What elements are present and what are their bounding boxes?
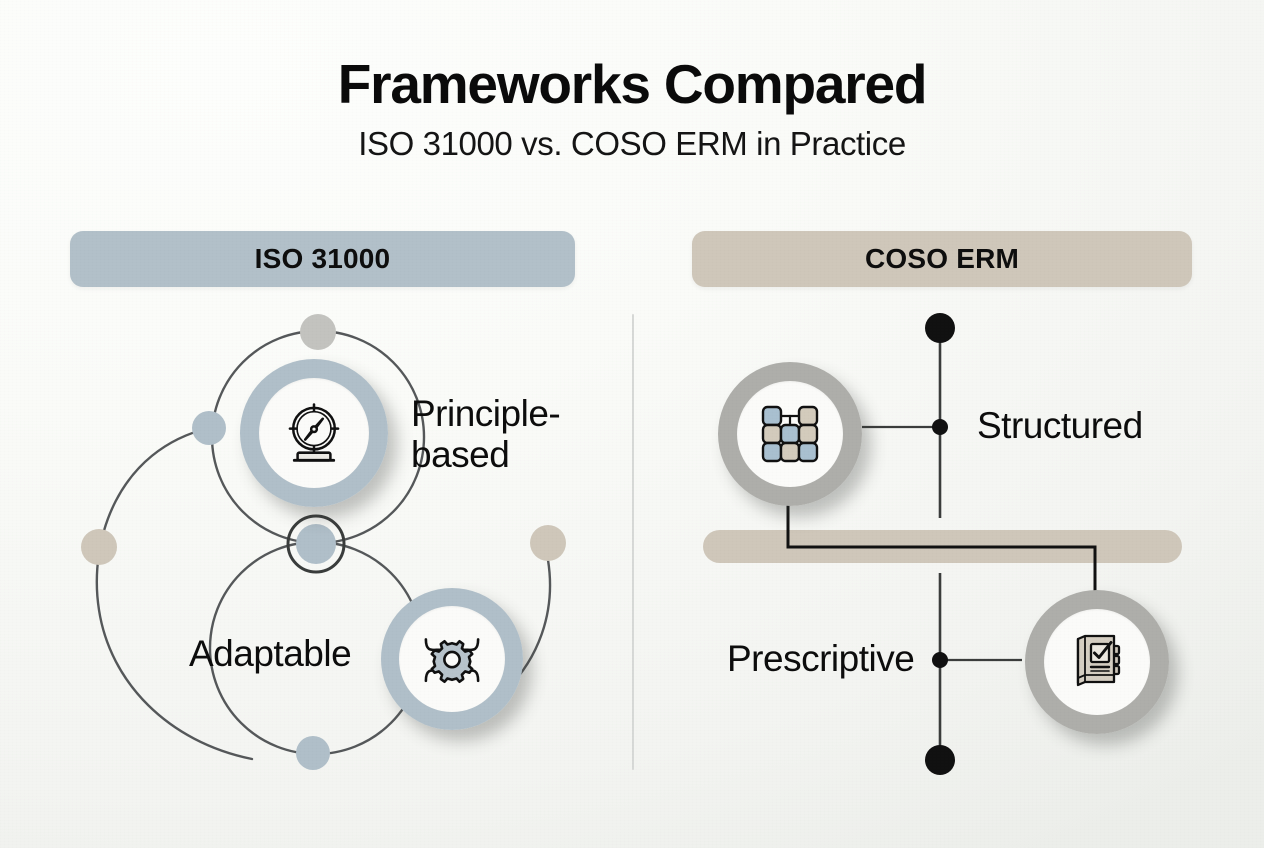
medallion-core	[1044, 609, 1150, 715]
page-title: Frameworks Compared	[337, 53, 928, 115]
column-header-iso: ISO 31000	[70, 231, 575, 287]
trait-label-principle-based: Principle- based	[411, 393, 561, 476]
medallion-core	[737, 381, 843, 487]
column-divider	[632, 314, 634, 770]
routing-path-orthogonal	[786, 500, 1097, 596]
medallion-core	[399, 606, 505, 712]
trait-label-adaptable: Adaptable	[189, 633, 352, 674]
medallion-structured	[718, 362, 862, 506]
medallion-prescriptive	[1025, 590, 1169, 734]
orbit-node-far-left	[81, 529, 117, 565]
orbit-node-top	[300, 314, 336, 350]
column-header-coso: COSO ERM	[692, 231, 1192, 287]
network-grid-icon	[761, 405, 819, 463]
page-subtitle: ISO 31000 vs. COSO ERM in Practice	[358, 125, 906, 163]
structured-dot	[932, 419, 948, 435]
medallion-adaptable	[381, 588, 523, 730]
orbit-node-left	[192, 411, 226, 445]
orbit-node-bottom	[296, 736, 330, 770]
medallion-principle-based	[240, 359, 388, 507]
spine-top-dot	[925, 313, 955, 343]
spine-bottom-dot	[925, 745, 955, 775]
prescriptive-dot	[932, 652, 948, 668]
header: Frameworks Compared ISO 31000 vs. COSO E…	[0, 53, 1264, 163]
rulebook-check-icon	[1076, 634, 1121, 687]
compass-icon	[288, 403, 340, 462]
gear-cycle-icon	[424, 638, 480, 684]
orbit-center-ring	[286, 514, 346, 574]
trait-label-prescriptive: Prescriptive	[727, 638, 915, 679]
orbit-node-center	[296, 524, 336, 564]
orbit-node-right	[530, 525, 566, 561]
trait-label-structured: Structured	[977, 405, 1143, 446]
orbit-path-outer-left	[95, 426, 254, 761]
medallion-core	[259, 378, 369, 488]
